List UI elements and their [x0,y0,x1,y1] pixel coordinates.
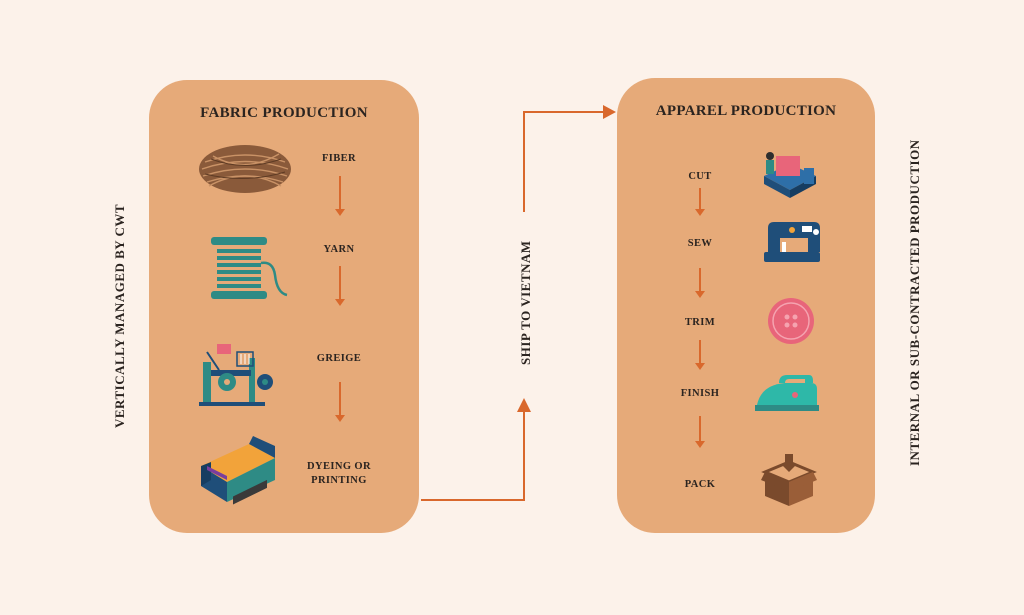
iron-icon [755,375,819,411]
connector-lower [421,412,525,501]
connector-upper-arrowhead [603,105,616,119]
arrow-greige-to-dyeing [335,382,345,422]
weaving-machine-icon [199,344,273,406]
step-finish: FINISH [680,388,720,399]
fabric-production-panel: FABRIC PRODUCTION FIBER YARN [149,80,419,533]
step-fiber: FIBER [321,153,357,164]
arrow-sew-to-trim [695,268,705,298]
connector-lower-arrowhead [517,398,531,412]
arrow-fiber-to-yarn [335,176,345,216]
fabric-title: FABRIC PRODUCTION [200,105,368,121]
connector-upper [523,111,603,212]
step-greige: GREIGE [316,353,362,364]
step-sew: SEW [687,238,713,249]
arrow-yarn-to-greige [335,266,345,306]
button-icon [768,298,814,344]
step-dyeing-line1: DYEING OR [307,461,371,472]
fiber-bundle-icon [199,145,291,193]
step-trim: TRIM [684,317,716,328]
dyeing-machine-icon [201,436,275,505]
arrow-cut-to-sew [695,188,705,216]
apparel-production-panel: APPAREL PRODUCTION CUT SEW TRIM FINISH [617,78,875,533]
step-dyeing-line2: PRINTING [311,475,367,486]
apparel-title: APPAREL PRODUCTION [655,103,837,119]
step-cut: CUT [688,171,712,182]
cutting-station-icon [764,152,816,198]
yarn-spool-icon [211,237,288,299]
sewing-machine-icon [764,222,820,262]
arrow-finish-to-pack [695,416,705,448]
box-icon [761,454,817,506]
step-pack: PACK [684,479,716,490]
arrow-trim-to-finish [695,340,705,370]
step-yarn: YARN [323,244,355,255]
